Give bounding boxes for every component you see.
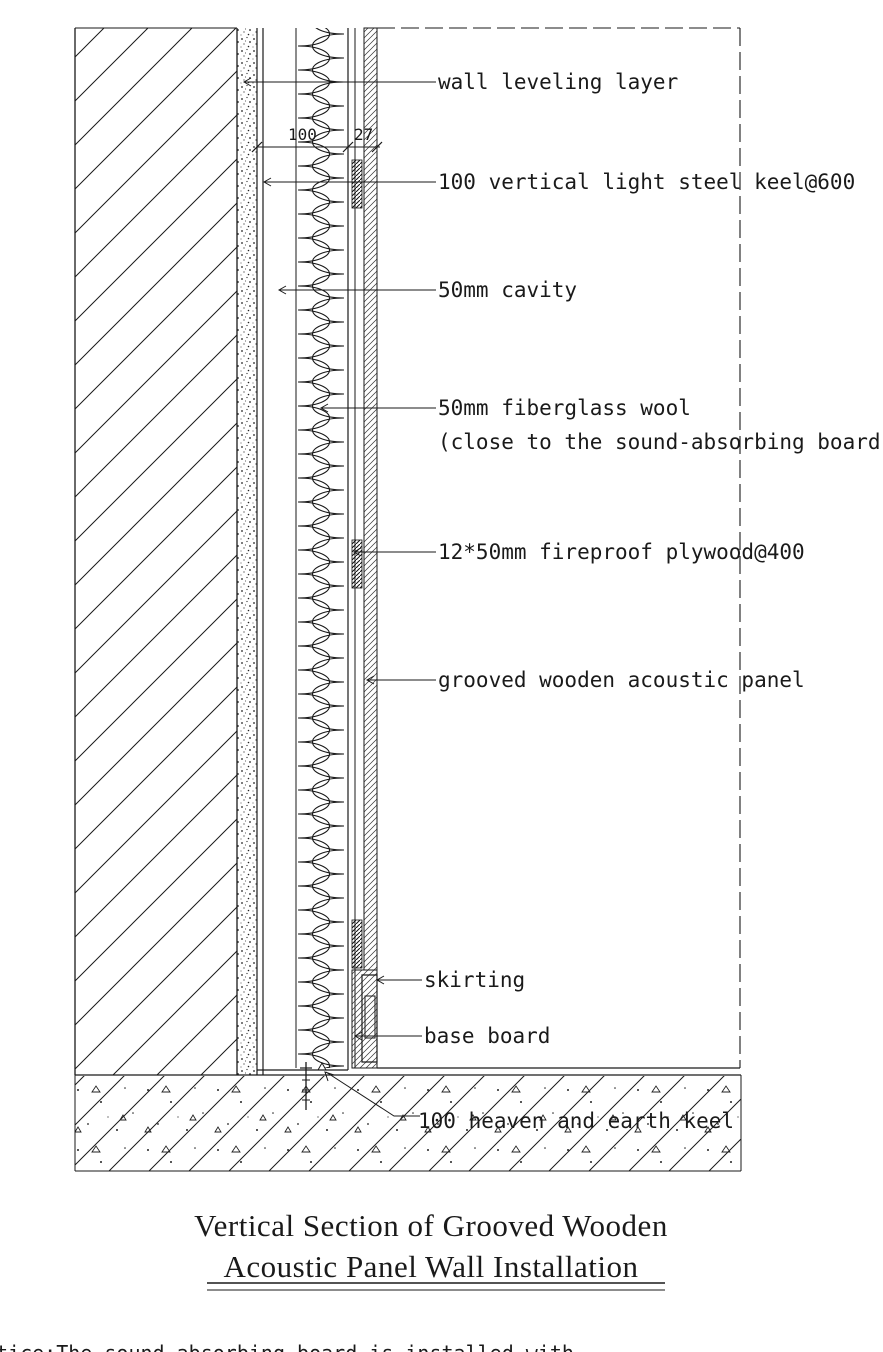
room-boundary [377,27,741,1069]
install-note: tice:The sound-absorbing board is instal… [0,1341,574,1352]
steel-keel-cavity [257,28,348,1075]
drawing-title: Vertical Section of Grooved Wooden Acous… [194,1208,668,1291]
fireproof-plywood [351,28,363,1068]
title-line-1: Vertical Section of Grooved Wooden [194,1208,668,1243]
title-line-2: Acoustic Panel Wall Installation [224,1249,639,1284]
anchor-bolt [300,1061,327,1110]
label-base-board: base board [424,1024,550,1048]
skirting-base [351,969,378,1069]
floor-slab [74,1074,742,1172]
label-plywood: 12*50mm fireproof plywood@400 [438,540,805,564]
label-wall-leveling: wall leveling layer [438,70,678,94]
dimension-line: 100 27 [251,125,383,155]
concrete-wall [74,27,238,1075]
fiberglass-wool [295,28,344,1068]
label-fiberglass-wool: 50mm fiberglass wool [438,396,691,420]
acoustic-panel [363,27,378,971]
wall-leveling-layer [237,28,258,1075]
label-earth-keel: 100 heaven and earth keel [418,1109,734,1133]
label-cavity: 50mm cavity [438,278,577,302]
label-steel-keel: 100 vertical light steel keel@600 [438,170,855,194]
label-fiberglass-wool-note: (close to the sound-absorbing board) [438,430,883,454]
dimension-27: 27 [354,125,373,144]
leader-lines [242,77,436,1117]
label-acoustic-panel: grooved wooden acoustic panel [438,668,805,692]
dimension-100: 100 [288,125,317,144]
label-skirting: skirting [424,968,525,992]
